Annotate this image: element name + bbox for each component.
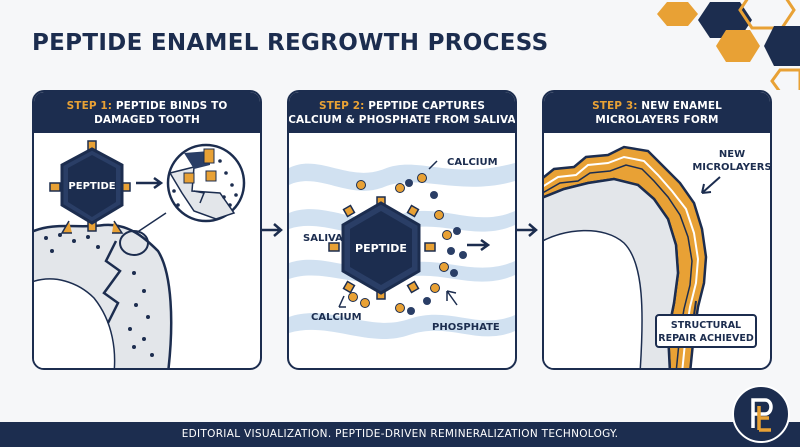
calcium-top-label: CALCIUM: [447, 157, 498, 168]
new-microlayers-label-line2: MICROLAYERS: [692, 162, 770, 173]
arrow-icon: [428, 160, 438, 170]
step-1-title-line1: PEPTIDE BINDS TO: [115, 99, 228, 112]
zoom-detail: [135, 143, 246, 234]
arrow-icon: [467, 238, 491, 252]
step-2-header: STEP 2: PEPTIDE CAPTURES CALCIUM & PHOSP…: [289, 92, 515, 133]
saliva-label: SALIVA: [303, 233, 343, 244]
phosphate-label: PHOSPHATE: [432, 322, 500, 333]
calcium-ions: [348, 173, 452, 313]
arrow-right-icon: [516, 223, 538, 237]
repair-callout: STRUCTURAL REPAIR ACHIEVED: [655, 300, 757, 348]
step-1-panel: STEP 1: PEPTIDE BINDS TO DAMAGED TOOTH: [32, 90, 262, 370]
hexagon-decoration: [657, 0, 800, 90]
hexagon-outline: [770, 68, 800, 90]
step-3-title-line2: MICROLAYERS FORM: [595, 113, 719, 126]
peptide-molecule: PEPTIDE: [328, 196, 436, 300]
repair-label-line1: STRUCTURAL: [671, 320, 741, 331]
damage-site-highlight: [119, 230, 149, 256]
page-title: PEPTIDE ENAMEL REGROWTH PROCESS: [32, 30, 549, 56]
footer-caption: EDITORIAL VISUALIZATION. PEPTIDE-DRIVEN …: [181, 428, 619, 440]
enamel-pores: [44, 233, 154, 357]
step-1-header: STEP 1: PEPTIDE BINDS TO DAMAGED TOOTH: [34, 92, 260, 133]
arrow-icon: [338, 295, 346, 308]
new-microlayers-label-line1: NEW: [719, 149, 745, 160]
arrow-right-icon: [261, 223, 283, 237]
peptide-label: PEPTIDE: [68, 181, 115, 192]
step-3-illustration: NEW MICROLAYERS STRUCTURAL REPAIR ACHIEV…: [544, 145, 770, 368]
tooth-crack: [102, 240, 122, 324]
phosphate-ions: [405, 179, 467, 315]
hexagon-gold: [716, 30, 760, 62]
hexagon-navy: [698, 2, 752, 38]
hexagon-outline: [738, 0, 796, 30]
repair-label-line2: REPAIR ACHIEVED: [658, 333, 754, 344]
step-3-panel: STEP 3: NEW ENAMEL MICROLAYERS FORM NEW …: [542, 90, 772, 370]
step-1-title-line2: DAMAGED TOOTH: [94, 113, 200, 126]
hexagon-navy: [764, 26, 800, 66]
tooth-inner-dentin: [34, 278, 116, 368]
calcium-bottom-label: CALCIUM: [311, 312, 362, 323]
hexagon-gold: [657, 2, 698, 26]
arrow-icon: [701, 176, 721, 194]
step-2-number: STEP 2:: [318, 99, 365, 112]
step-2-title-line2: CALCIUM & PHOSPHATE FROM SALIVA: [288, 113, 516, 126]
step-2-illustration: SALIVA PEPTIDE CALCIU: [289, 157, 515, 340]
tooth-inner-dentin: [544, 229, 643, 368]
brand-logo: [732, 385, 790, 443]
step-3-number: STEP 3:: [592, 99, 638, 112]
footer-bar: EDITORIAL VISUALIZATION. PEPTIDE-DRIVEN …: [0, 422, 800, 447]
step-3-header: STEP 3: NEW ENAMEL MICROLAYERS FORM: [544, 92, 770, 133]
peptide-label: PEPTIDE: [355, 242, 407, 255]
step-2-title-line1: PEPTIDE CAPTURES: [368, 99, 486, 112]
step-3-title-line1: NEW ENAMEL: [641, 99, 722, 112]
arrow-icon: [136, 176, 164, 190]
arrow-icon: [446, 290, 458, 306]
peptide-molecule: PEPTIDE: [49, 140, 131, 234]
step-2-panel: STEP 2: PEPTIDE CAPTURES CALCIUM & PHOSP…: [287, 90, 517, 370]
step-1-illustration: PEPTIDE: [34, 140, 246, 368]
step-1-number: STEP 1:: [66, 99, 113, 112]
